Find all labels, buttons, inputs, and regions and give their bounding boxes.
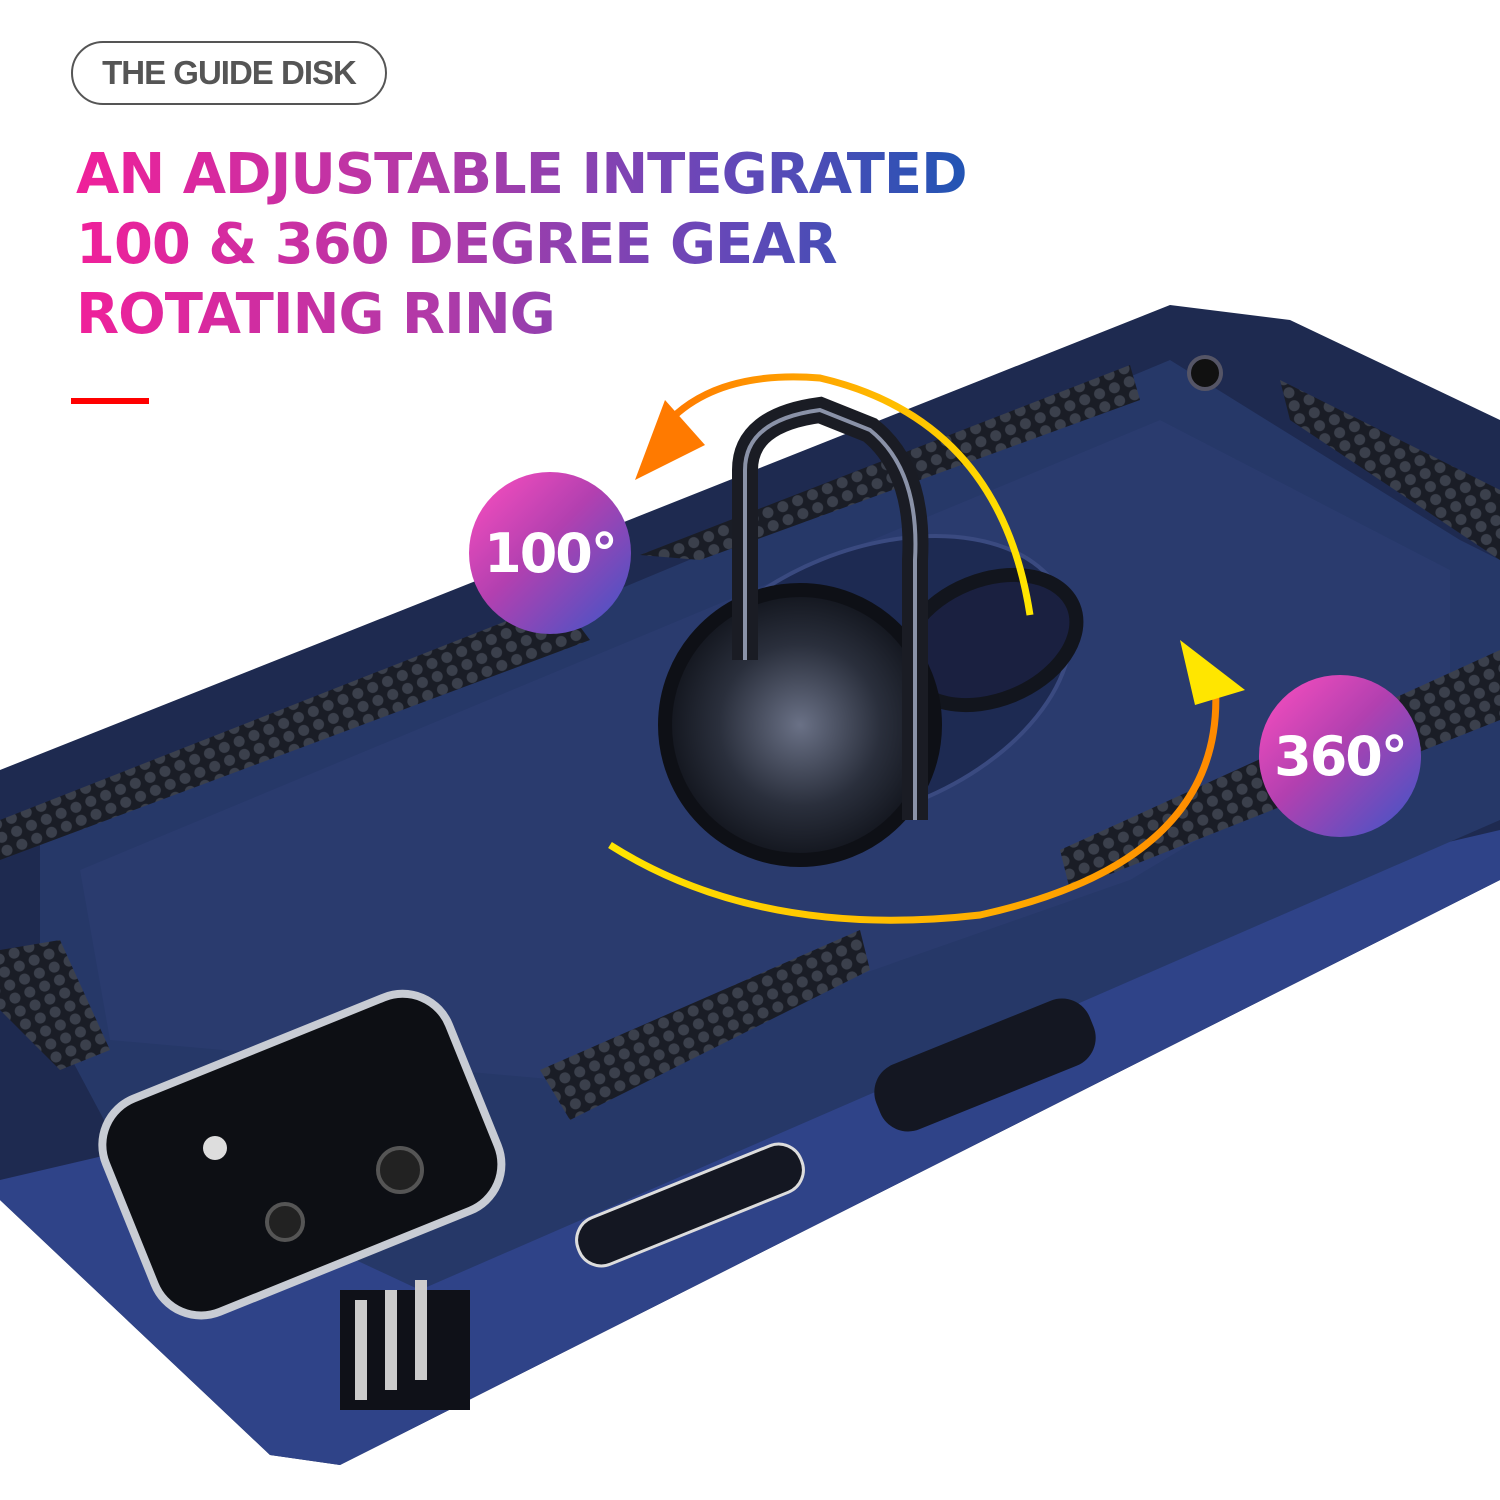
flash-icon xyxy=(203,1136,227,1160)
rotate-arrowhead xyxy=(1180,640,1245,705)
angle-badge-100: 100° xyxy=(469,472,631,634)
corner-vents xyxy=(340,1280,470,1410)
grip-strip xyxy=(0,600,590,860)
section-badge: THE GUIDE DISK xyxy=(71,41,387,105)
grip-strip xyxy=(0,940,110,1070)
headline-line-2: 100 & 360 DEGREE GEAR xyxy=(76,212,837,277)
headline-line-3: ROTATING RING xyxy=(76,282,555,347)
rotate-arrow xyxy=(608,679,1220,924)
grip-strip xyxy=(1280,380,1500,560)
side-button xyxy=(874,998,1096,1132)
ring-disc xyxy=(658,583,942,867)
headline: AN ADJUSTABLE INTEGRATED 100 & 360 DEGRE… xyxy=(76,140,976,350)
tilt-arrow xyxy=(667,373,1034,616)
grip-strip xyxy=(540,930,870,1120)
tilt-arrowhead xyxy=(635,400,705,480)
headline-line-1: AN ADJUSTABLE INTEGRATED xyxy=(76,142,967,207)
camera-module xyxy=(98,989,506,1320)
angle-badge-360: 360° xyxy=(1259,675,1421,837)
accent-divider xyxy=(71,398,149,404)
volume-button xyxy=(575,1142,805,1268)
